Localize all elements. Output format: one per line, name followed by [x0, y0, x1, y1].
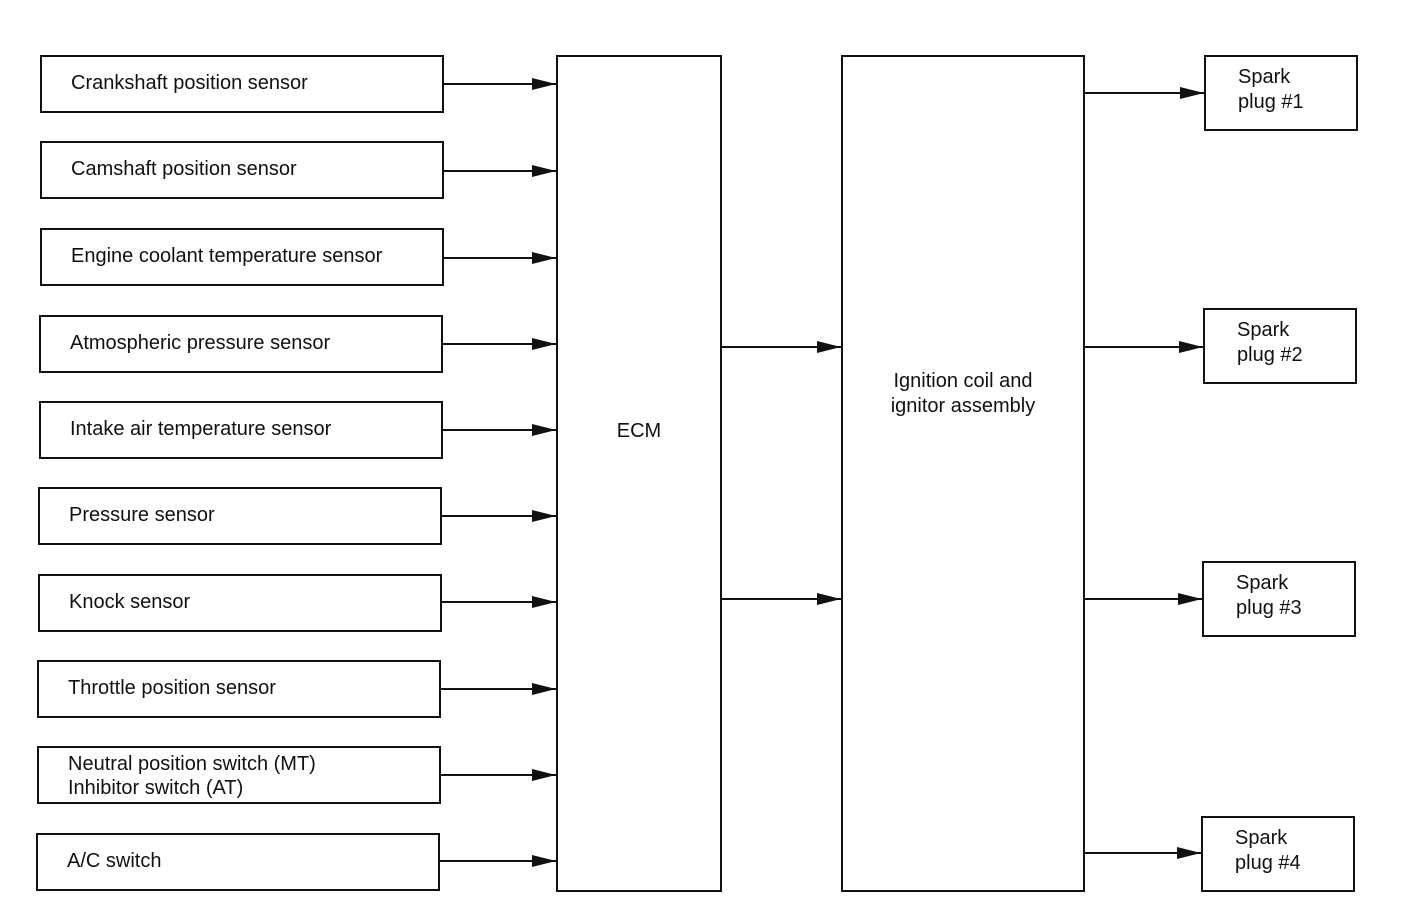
- sensor-label: Engine coolant temperature sensor: [71, 245, 383, 267]
- sensor-label: Atmospheric pressure sensor: [70, 332, 331, 354]
- spark-plug-label-line2: plug #3: [1236, 597, 1302, 619]
- sensor-label-line1: Neutral position switch (MT): [68, 753, 316, 775]
- sensor-engine-coolant-temperature: Engine coolant temperature sensor: [40, 228, 444, 286]
- ecm-label: ECM: [616, 420, 662, 442]
- sensor-label: Pressure sensor: [69, 504, 215, 526]
- spark-plug-label-line1: Spark: [1235, 827, 1288, 849]
- ecm-block: ECM: [556, 55, 722, 892]
- spark-plug-label-line1: Spark: [1237, 319, 1290, 341]
- spark-plug-label-line1: Spark: [1236, 572, 1289, 594]
- sensor-neutral-inhibitor-switch: Neutral position switch (MT) Inhibitor s…: [37, 746, 441, 804]
- spark-plug-3: Spark plug #3: [1202, 561, 1356, 637]
- sensor-knock: Knock sensor: [38, 574, 442, 632]
- sensor-label: A/C switch: [67, 850, 162, 872]
- sensor-throttle-position: Throttle position sensor: [37, 660, 441, 718]
- sensor-camshaft-position: Camshaft position sensor: [40, 141, 444, 199]
- ignition-coil-block: Ignition coil and ignitor assembly: [841, 55, 1085, 892]
- spark-plug-2: Spark plug #2: [1203, 308, 1357, 384]
- spark-plug-label-line2: plug #2: [1237, 344, 1303, 366]
- spark-plug-4: Spark plug #4: [1201, 816, 1355, 892]
- sensor-ac-switch: A/C switch: [36, 833, 440, 891]
- spark-plug-label-line2: plug #4: [1235, 852, 1301, 874]
- sensor-pressure: Pressure sensor: [38, 487, 442, 545]
- sensor-atmospheric-pressure: Atmospheric pressure sensor: [39, 315, 443, 373]
- ignition-label-line2: ignitor assembly: [890, 395, 1036, 417]
- sensor-intake-air-temperature: Intake air temperature sensor: [39, 401, 443, 459]
- sensor-label-line2: Inhibitor switch (AT): [68, 777, 244, 799]
- sensor-crankshaft-position: Crankshaft position sensor: [40, 55, 444, 113]
- sensor-label: Knock sensor: [69, 591, 191, 613]
- spark-plug-label-line1: Spark: [1238, 66, 1291, 88]
- sensor-label: Camshaft position sensor: [71, 158, 297, 180]
- ignition-label-line1: Ignition coil and: [893, 370, 1033, 392]
- spark-plug-1: Spark plug #1: [1204, 55, 1358, 131]
- sensor-label: Crankshaft position sensor: [71, 72, 308, 94]
- spark-plug-label-line2: plug #1: [1238, 91, 1304, 113]
- sensor-label: Throttle position sensor: [68, 677, 276, 699]
- sensor-label: Intake air temperature sensor: [70, 418, 332, 440]
